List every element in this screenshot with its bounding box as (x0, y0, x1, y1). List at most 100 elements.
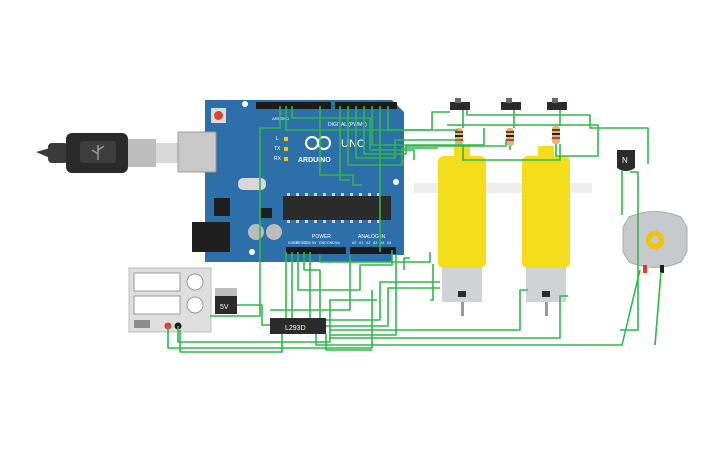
wire (462, 144, 561, 161)
mount-hole (393, 179, 399, 185)
motor-shaft-left (506, 183, 526, 193)
usb-cable[interactable] (36, 133, 178, 173)
motor-gearbox (522, 156, 570, 268)
motor-terminal (660, 265, 664, 273)
svg-text:Vin: Vin (335, 241, 340, 245)
current-knob[interactable] (186, 296, 204, 314)
wire (330, 289, 528, 331)
voltage-regulator[interactable]: 5V (215, 288, 237, 314)
svg-text:A1: A1 (359, 241, 363, 245)
transistor-label: N (622, 156, 628, 165)
wire (325, 334, 372, 351)
motor-axle (545, 302, 548, 316)
power-supply-display-voltage (133, 272, 181, 292)
wire (355, 106, 460, 159)
wire (319, 252, 431, 263)
arduino-uno[interactable]: ARDUINO UNO DIGITAL (PWM~) POWER ANALOG … (177, 100, 404, 262)
dc-motor[interactable] (622, 211, 688, 274)
wire (303, 252, 321, 318)
resistor[interactable] (506, 128, 514, 146)
svg-text:A3: A3 (373, 241, 377, 245)
motor-gearbox (438, 156, 486, 268)
switch-knob[interactable] (455, 98, 461, 103)
arduino-brand: ARDUINO (298, 157, 331, 164)
wire (620, 171, 639, 331)
svg-text:A2: A2 (366, 241, 370, 245)
switch-body (547, 102, 567, 110)
l-label: L (276, 136, 279, 142)
rx-label: RX (274, 156, 282, 162)
motor-shaft-left (414, 183, 442, 193)
arduino-model: UNO (341, 138, 366, 150)
wire (330, 255, 397, 336)
switch-body (450, 102, 470, 110)
wire (363, 106, 507, 155)
voltage-regulator-onboard (214, 198, 230, 216)
power-switch[interactable] (134, 320, 150, 328)
motor-top-tab (538, 146, 554, 158)
motor-terminal (643, 265, 647, 273)
wire (330, 295, 568, 339)
motor-axle (461, 302, 464, 316)
motor-hub (542, 291, 550, 297)
capacitor (248, 224, 264, 240)
smd-chip (260, 208, 272, 218)
gear-motor[interactable] (414, 146, 508, 316)
switch-body (501, 102, 521, 110)
svg-text:A0: A0 (352, 241, 356, 245)
wire (291, 106, 415, 160)
svg-text:3.3V: 3.3V (304, 241, 312, 245)
motor-top-tab (454, 146, 470, 158)
led-l (284, 137, 288, 141)
voltage-knob[interactable] (186, 273, 204, 291)
wire (177, 299, 377, 343)
gear-motor[interactable] (506, 146, 592, 316)
usb-b-port (177, 131, 217, 173)
power-header (286, 247, 346, 254)
wire (315, 269, 641, 346)
wire (387, 106, 458, 131)
power-label: POWER (312, 234, 331, 240)
npn-transistor[interactable]: N (617, 150, 635, 171)
wire (339, 106, 350, 181)
motor-hub (458, 291, 466, 297)
reset-button-cap[interactable] (214, 111, 223, 120)
switch-knob[interactable] (506, 98, 512, 103)
usb-cable-end (36, 148, 50, 158)
analog-pin-labels: A0 A1 A2 A3 A4 A5 (352, 241, 391, 245)
capacitor (266, 224, 282, 240)
dc-power-supply[interactable] (128, 267, 212, 333)
l293d-driver[interactable]: L293D (270, 318, 326, 334)
crystal (238, 178, 266, 190)
wire (167, 290, 373, 349)
usb-symbol-icon (91, 145, 105, 160)
motor-shaft-right (568, 183, 592, 193)
usb-connector-metal (128, 139, 156, 167)
transistor-body (617, 150, 635, 171)
arduino-logo-icon (305, 136, 331, 150)
mount-hole (242, 101, 248, 107)
regulator-label: 5V (220, 304, 229, 311)
switch-knob[interactable] (552, 98, 558, 103)
aref-label: AREF (272, 116, 283, 121)
svg-text:A5: A5 (387, 241, 391, 245)
slide-switch[interactable] (547, 98, 567, 110)
wire (430, 264, 434, 301)
slide-switch[interactable] (501, 98, 521, 110)
digital-header-left (256, 102, 331, 109)
svg-text:IOREF: IOREF (288, 241, 299, 245)
wire (371, 106, 485, 146)
regulator-tab (215, 288, 237, 297)
resistor[interactable] (552, 126, 560, 144)
atmega-chip (283, 196, 391, 220)
wire (347, 106, 438, 166)
usb-connector-tip (156, 143, 178, 163)
regulator-body (215, 296, 237, 314)
slide-switch[interactable] (450, 98, 470, 110)
tx-label: TX (274, 146, 281, 152)
svg-text:5V: 5V (312, 241, 317, 245)
digital-header-right (335, 102, 397, 109)
analog-label: ANALOG IN (358, 234, 386, 240)
power-pin-labels: IOREF RESET 3.3V 5V GND GND Vin (288, 241, 340, 245)
